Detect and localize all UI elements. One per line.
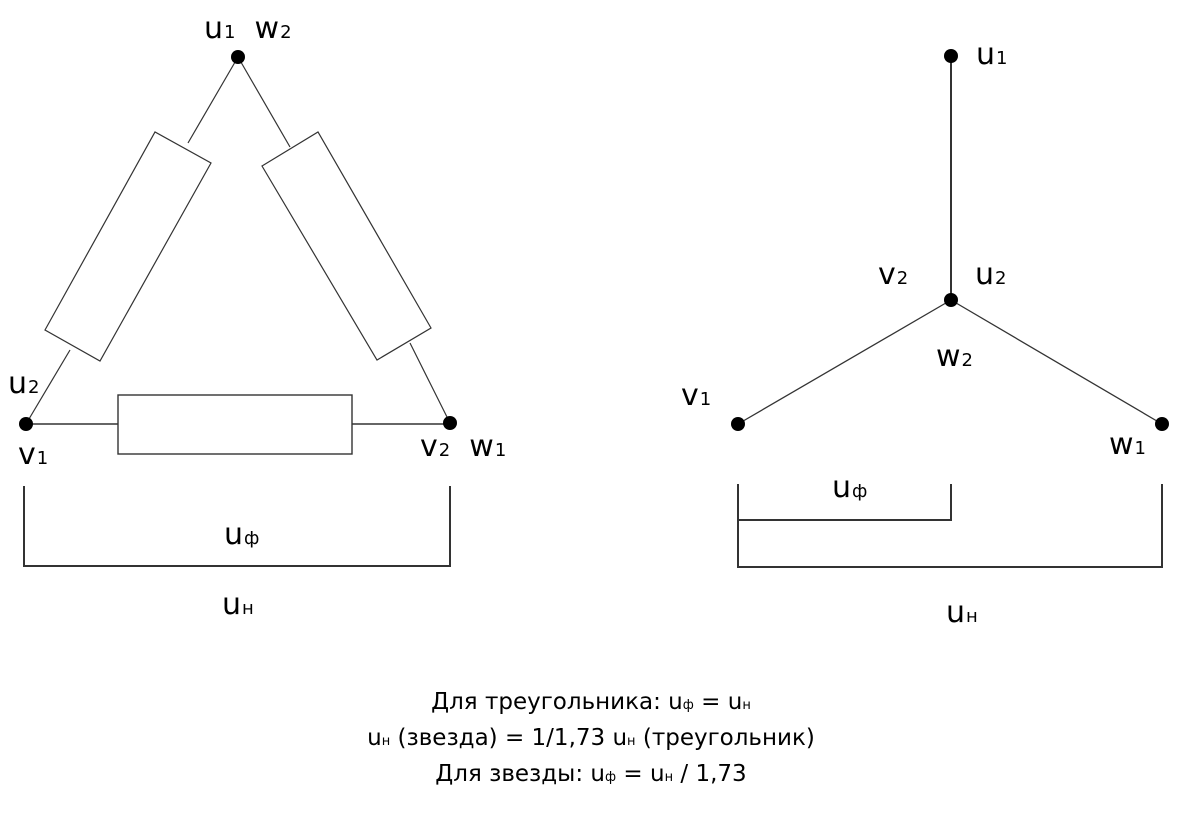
star-right-winding — [950, 299, 1163, 425]
delta-label-phase-voltage: uф — [224, 517, 260, 552]
star-center-node — [944, 293, 958, 307]
star-line-bracket — [737, 484, 1163, 568]
star-label-center-below: w2 — [936, 339, 973, 374]
delta-bottom-winding — [117, 394, 353, 455]
star-label-top: u1 — [976, 37, 1008, 72]
delta-right-terminal — [443, 416, 457, 430]
formula-triangle: Для треугольника: uф = uн — [431, 689, 751, 715]
star-label-right: w1 — [1109, 427, 1146, 462]
star-connection — [737, 56, 1163, 568]
star-label-center-right: u2 — [975, 257, 1007, 292]
delta-label-right: v2 w1 — [420, 429, 507, 464]
delta-label-top: u1 w2 — [204, 11, 292, 46]
star-phase-bracket — [737, 484, 952, 521]
delta-label-left-upper: u2 — [8, 366, 40, 401]
formula-block: Для треугольника: uф = uн uн (звезда) = … — [0, 686, 1182, 794]
delta-right-wire-top — [237, 56, 291, 148]
delta-right-wire-bottom — [409, 342, 451, 424]
delta-voltage-bracket — [23, 486, 451, 567]
star-left-winding — [737, 299, 952, 425]
star-left-terminal — [731, 417, 745, 431]
delta-left-wire-top — [187, 56, 239, 144]
formula-star: Для звезды: uф = uн / 1,73 — [435, 761, 747, 787]
star-label-center-left: v2 — [878, 257, 909, 292]
star-right-terminal — [1155, 417, 1169, 431]
delta-label-line-voltage: uн — [222, 587, 254, 622]
star-top-terminal — [944, 49, 958, 63]
delta-connection — [23, 56, 451, 567]
star-label-left: v1 — [681, 378, 712, 413]
delta-left-terminal — [19, 417, 33, 431]
delta-left-wire-bottom — [25, 349, 71, 425]
formula-ratio: uн (звезда) = 1/1,73 uн (треугольник) — [367, 725, 815, 751]
delta-left-winding — [44, 131, 212, 362]
star-label-phase-voltage: uф — [832, 470, 868, 505]
delta-label-left-lower: v1 — [18, 437, 49, 472]
delta-right-winding — [261, 131, 432, 361]
star-label-line-voltage: uн — [946, 595, 978, 630]
delta-top-terminal — [231, 50, 245, 64]
